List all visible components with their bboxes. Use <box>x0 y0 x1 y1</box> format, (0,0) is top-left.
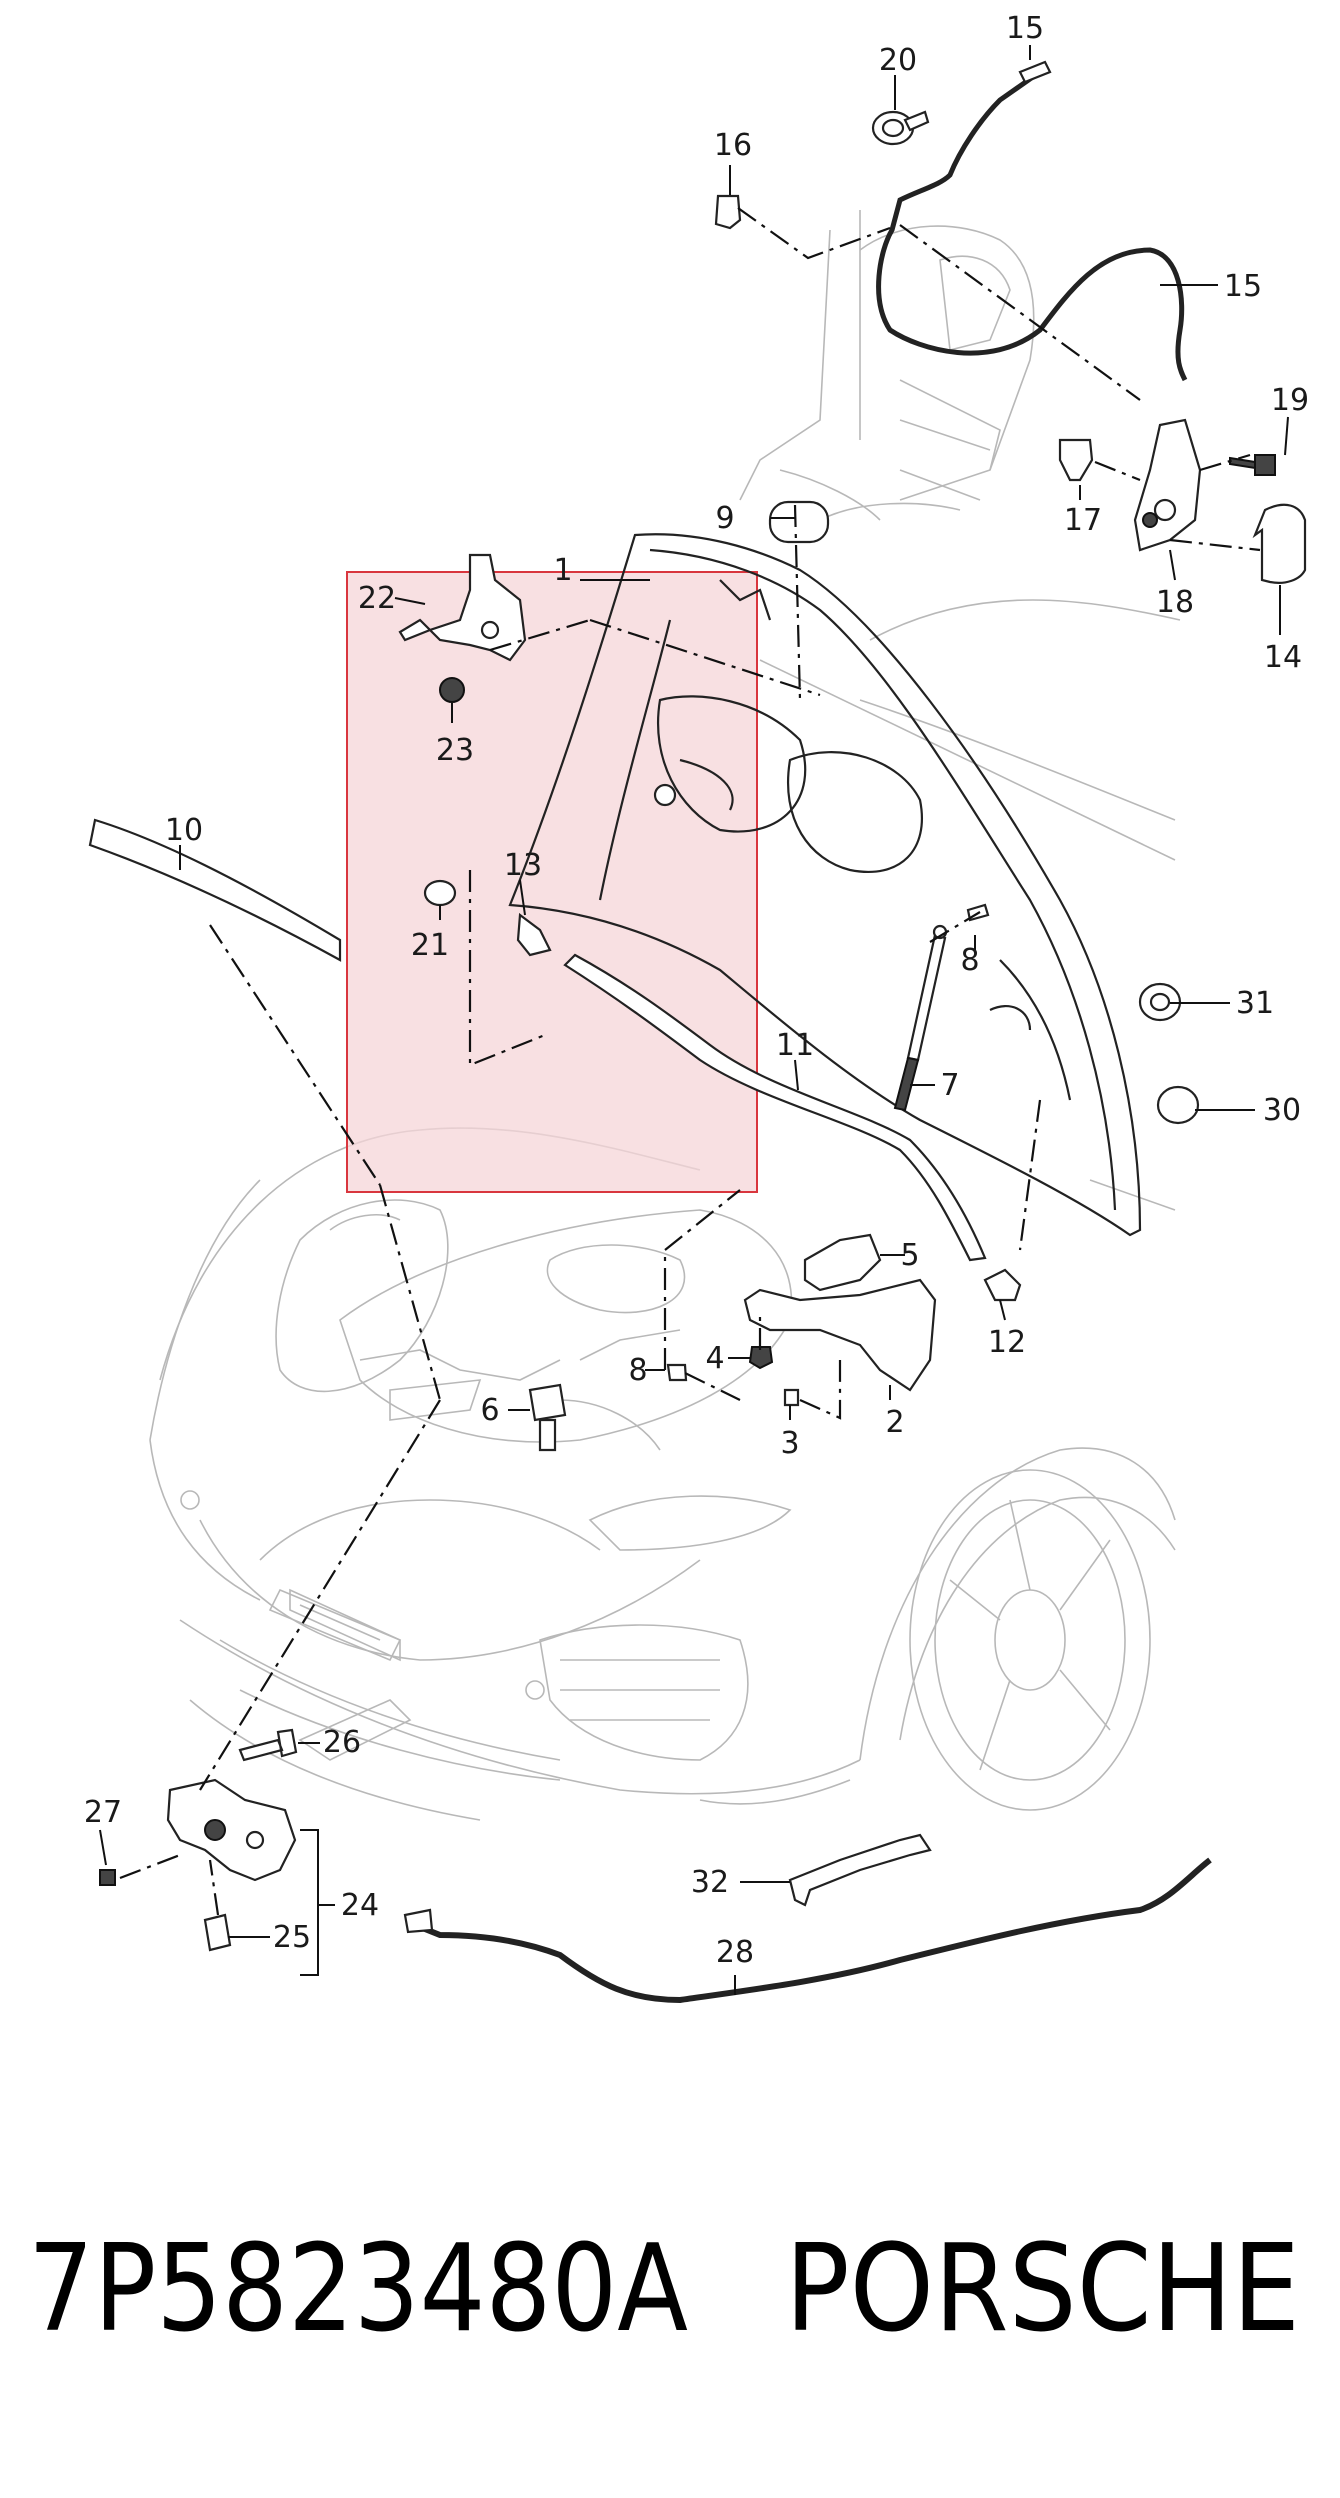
callout-13: 13 <box>504 848 542 883</box>
highlight-box <box>346 571 758 1193</box>
seal-strip-11 <box>563 953 987 1262</box>
release-lever-18 <box>1133 418 1202 552</box>
callout-15a: 15 <box>1006 11 1044 46</box>
callout-6: 6 <box>480 1393 499 1428</box>
assembly-lines <box>119 207 1261 1916</box>
cap-31 <box>1138 982 1182 1022</box>
bump-stop-21 <box>423 879 457 907</box>
callout-23: 23 <box>436 733 474 768</box>
callout-24: 24 <box>341 1888 379 1923</box>
callout-8a: 8 <box>960 943 979 978</box>
callout-5: 5 <box>900 1238 919 1273</box>
callout-26: 26 <box>323 1725 361 1760</box>
hood-panel <box>508 533 1142 1237</box>
clip-16 <box>714 194 742 230</box>
switch-25 <box>203 1913 232 1952</box>
callout-1: 1 <box>553 553 572 588</box>
screw-26 <box>238 1728 298 1762</box>
bracket-32 <box>788 1833 932 1907</box>
callout-30: 30 <box>1263 1093 1301 1128</box>
bracket-13 <box>516 912 552 957</box>
hinge-2 <box>743 1278 937 1392</box>
cable-end-15 <box>1018 60 1052 84</box>
callout-8b: 8 <box>628 1353 647 1388</box>
callout-15b: 15 <box>1224 269 1262 304</box>
bolt-3 <box>783 1388 800 1407</box>
part-number: 7P5823480A <box>28 2220 688 2359</box>
callout-25: 25 <box>273 1920 311 1955</box>
callout-21: 21 <box>411 928 449 963</box>
clip-17 <box>1058 438 1094 482</box>
callout-9: 9 <box>715 501 734 536</box>
callout-3: 3 <box>780 1426 799 1461</box>
release-cable-28 <box>413 1857 1212 2004</box>
nut-4 <box>748 1346 774 1370</box>
cap-30 <box>1156 1085 1200 1125</box>
callout-leaders <box>99 45 1289 1995</box>
grommet-20 <box>871 110 930 146</box>
bolt-8-lower <box>666 1363 688 1382</box>
callout-18: 18 <box>1156 585 1194 620</box>
callout-labels: 15 20 16 15 19 9 17 18 14 1 22 23 10 13 … <box>84 11 1309 1970</box>
callout-17: 17 <box>1064 503 1102 538</box>
callout-28: 28 <box>716 1935 754 1970</box>
callout-31: 31 <box>1236 986 1274 1021</box>
brand-name: PORSCHE <box>785 2220 1300 2359</box>
buffer-6 <box>528 1383 567 1452</box>
hood-latch-24 <box>166 1778 297 1882</box>
hinge-5 <box>803 1233 882 1292</box>
callout-11: 11 <box>776 1028 814 1063</box>
callout-22: 22 <box>358 581 396 616</box>
callout-16: 16 <box>714 128 752 163</box>
release-cable-15 <box>876 69 1188 382</box>
plug-9 <box>768 500 830 544</box>
seal-strip-10 <box>88 818 342 962</box>
nut-23 <box>439 677 465 703</box>
callout-27: 27 <box>84 1795 122 1830</box>
handle-14 <box>1252 503 1307 584</box>
screw-19 <box>1229 454 1276 476</box>
callout-10: 10 <box>165 813 203 848</box>
bolt-27 <box>99 1869 116 1886</box>
callout-20: 20 <box>879 43 917 78</box>
clip-12 <box>983 1268 1022 1302</box>
cable-end-28 <box>403 1908 434 1934</box>
callout-32: 32 <box>691 1865 729 1900</box>
callout-12: 12 <box>988 1325 1026 1360</box>
callout-2: 2 <box>885 1405 904 1440</box>
callout-4: 4 <box>705 1341 724 1376</box>
callout-19: 19 <box>1271 383 1309 418</box>
callout-7: 7 <box>940 1068 959 1103</box>
gas-strut-7 <box>893 924 948 1112</box>
callout-14: 14 <box>1264 640 1302 675</box>
